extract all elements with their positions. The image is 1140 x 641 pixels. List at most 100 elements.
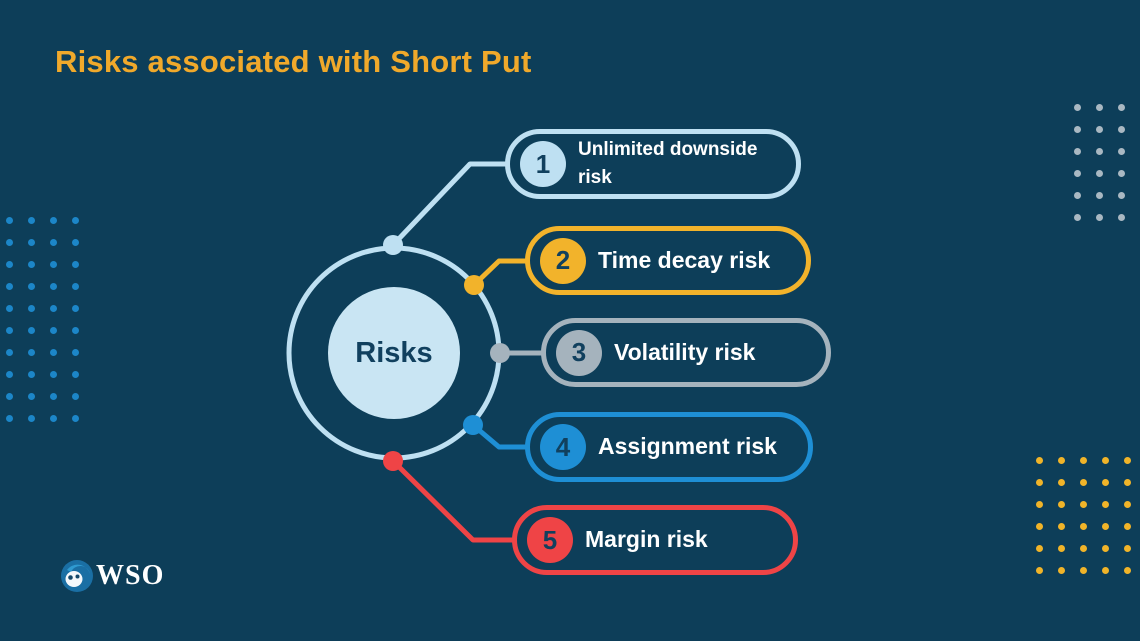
decor-dot: [1080, 523, 1087, 530]
risk-label: Volatility risk: [614, 338, 756, 365]
decor-dot: [50, 371, 57, 378]
connector-line-5: [391, 459, 516, 543]
decor-dot: [1080, 567, 1087, 574]
decor-dot: [1124, 457, 1131, 464]
risk-number-badge: 1: [520, 141, 566, 187]
connector-dot-5: [383, 451, 403, 471]
decor-dot: [72, 415, 79, 422]
decor-dot: [28, 415, 35, 422]
decor-dot: [1058, 523, 1065, 530]
decor-dot: [50, 415, 57, 422]
risk-pill-time-decay: 2 Time decay risk: [525, 226, 811, 295]
decor-dot: [1118, 148, 1125, 155]
risk-label: Assignment risk: [598, 433, 777, 460]
decor-dot: [1096, 170, 1103, 177]
decor-dot: [6, 261, 13, 268]
connector-dot-3: [490, 343, 510, 363]
decor-dot: [72, 217, 79, 224]
decor-dot: [6, 349, 13, 356]
decor-dot: [1058, 457, 1065, 464]
decor-dot: [72, 305, 79, 312]
decor-dot: [50, 283, 57, 290]
decor-dot: [50, 217, 57, 224]
decor-dot: [1102, 545, 1109, 552]
decor-dot: [28, 217, 35, 224]
decor-dot: [28, 283, 35, 290]
connector-dot-2: [464, 275, 484, 295]
wso-logo-icon: [61, 560, 93, 592]
risk-pill-assignment: 4 Assignment risk: [525, 412, 813, 482]
hub-circle: [328, 287, 460, 419]
decor-dot: [50, 261, 57, 268]
decor-dot: [50, 327, 57, 334]
decor-dot: [1036, 567, 1043, 574]
decor-dot: [1036, 545, 1043, 552]
decor-dot: [50, 349, 57, 356]
decor-dot: [1102, 479, 1109, 486]
decor-dot: [1058, 567, 1065, 574]
decor-dot: [28, 349, 35, 356]
decor-dot: [6, 327, 13, 334]
decor-dot: [72, 239, 79, 246]
decor-dot: [6, 239, 13, 246]
decor-dot: [28, 305, 35, 312]
decor-dot: [1074, 192, 1081, 199]
decor-dot: [6, 371, 13, 378]
decor-dot: [1036, 523, 1043, 530]
decor-dot: [1080, 545, 1087, 552]
decor-dot: [1118, 214, 1125, 221]
risk-number-badge: 4: [540, 424, 586, 470]
decor-dots-left: [6, 217, 79, 422]
decor-dot: [72, 261, 79, 268]
decor-dot: [1096, 104, 1103, 111]
decor-dot: [1118, 104, 1125, 111]
decor-dot: [50, 393, 57, 400]
decor-dot: [28, 261, 35, 268]
decor-dot: [1074, 126, 1081, 133]
decor-dot: [1118, 192, 1125, 199]
decor-dot: [50, 239, 57, 246]
decor-dot: [1102, 457, 1109, 464]
connector-dot-1: [383, 235, 403, 255]
decor-dot: [50, 305, 57, 312]
risk-label: Unlimited downside risk: [578, 139, 758, 188]
wso-logo: WSO: [61, 560, 164, 592]
risk-label: Time decay risk: [598, 246, 771, 273]
decor-dot: [72, 327, 79, 334]
decor-dot: [1074, 104, 1081, 111]
decor-dot: [6, 393, 13, 400]
decor-dot: [1124, 479, 1131, 486]
decor-dot: [6, 217, 13, 224]
decor-dot: [1074, 148, 1081, 155]
decor-dot: [1118, 170, 1125, 177]
page-title: Risks associated with Short Put: [55, 44, 532, 79]
decor-dot: [72, 393, 79, 400]
connector-line-1: [391, 161, 509, 247]
risk-number-badge: 5: [527, 517, 573, 563]
decor-dot: [1118, 126, 1125, 133]
decor-dot: [1074, 170, 1081, 177]
decor-dot: [1080, 501, 1087, 508]
risk-label: Margin risk: [585, 526, 708, 553]
decor-dot: [1124, 545, 1131, 552]
decor-dot: [1102, 501, 1109, 508]
decor-dot: [1124, 501, 1131, 508]
decor-dot: [1096, 126, 1103, 133]
decor-dot: [72, 371, 79, 378]
decor-dot: [1080, 457, 1087, 464]
hub-label: Risks: [355, 336, 433, 369]
decor-dot: [28, 371, 35, 378]
decor-dot: [1096, 192, 1103, 199]
decor-dot: [1074, 214, 1081, 221]
decor-dot: [1096, 214, 1103, 221]
decor-dot: [1096, 148, 1103, 155]
decor-dot: [1080, 479, 1087, 486]
risk-pill-volatility: 3 Volatility risk: [541, 318, 831, 387]
risk-number-badge: 2: [540, 237, 586, 284]
decor-dot: [1102, 523, 1109, 530]
decor-dot: [72, 349, 79, 356]
decor-dot: [6, 283, 13, 290]
risk-pill-margin: 5 Margin risk: [512, 505, 798, 575]
connector-dot-4: [463, 415, 483, 435]
